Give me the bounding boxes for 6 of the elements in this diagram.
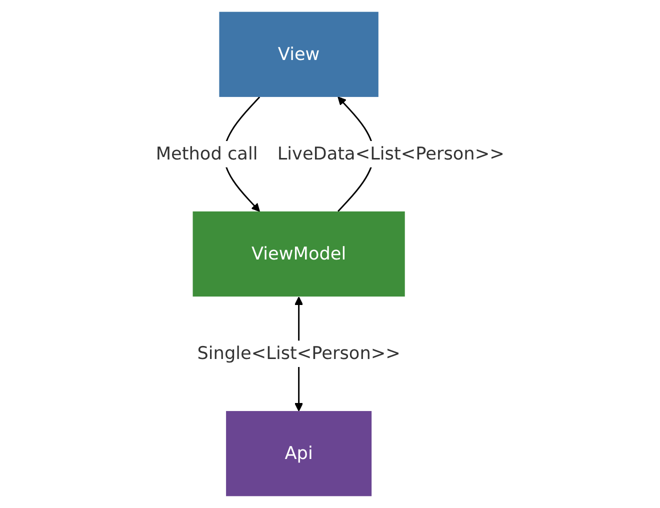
node-box: View xyxy=(219,12,378,97)
node-box: ViewModel xyxy=(192,211,405,297)
edge-label: LiveData<List<Person>> xyxy=(277,144,504,164)
edge-label: Single<List<Person>> xyxy=(197,344,400,364)
node-box: Api xyxy=(226,411,372,496)
edge-label: Method call xyxy=(156,144,258,164)
